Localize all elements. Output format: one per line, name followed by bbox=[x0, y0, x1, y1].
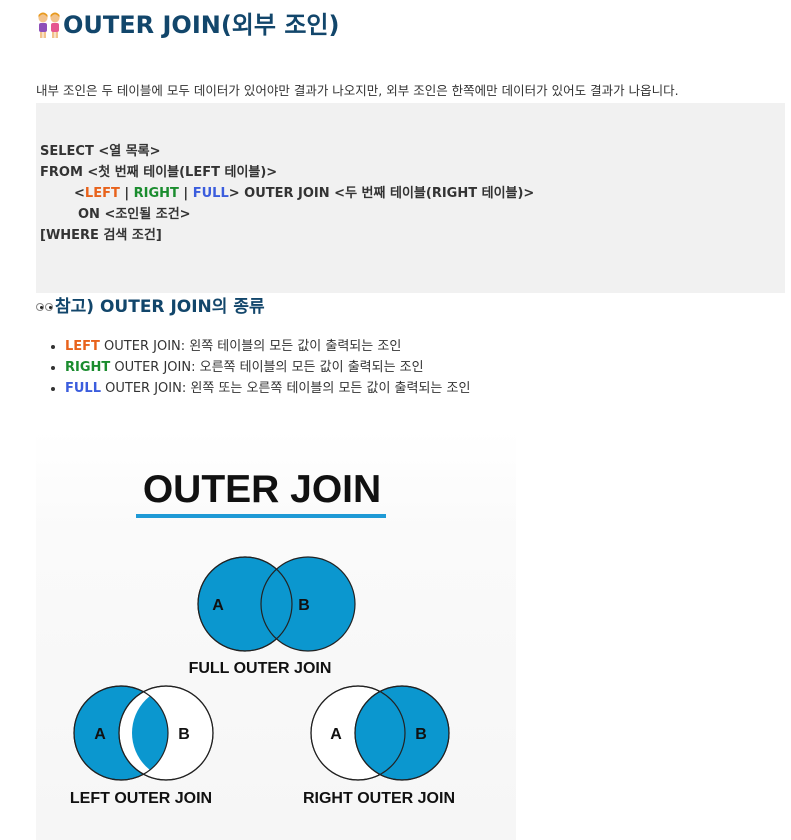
code-separator: | bbox=[119, 186, 134, 201]
venn-outline-a bbox=[73, 685, 169, 781]
venn-outline-b bbox=[354, 685, 450, 781]
venn-label-b: B bbox=[298, 597, 310, 614]
list-keyword-right: RIGHT bbox=[65, 360, 111, 375]
venn-diagram: OUTER JOIN A B FULL OUTER JOIN A B L bbox=[70, 468, 455, 807]
code-bracket-open: < bbox=[74, 186, 85, 201]
venn-label-a: A bbox=[212, 597, 224, 614]
eye-left bbox=[36, 303, 44, 311]
list-text: OUTER JOIN: 왼쪽 테이블의 모든 값이 출력되는 조인 bbox=[99, 339, 402, 354]
venn-outline-a bbox=[310, 685, 406, 781]
code-line-on: ON <조인될 조건> bbox=[78, 207, 191, 222]
figure-heading-underline bbox=[136, 514, 386, 518]
list-item-left: LEFT OUTER JOIN: 왼쪽 테이블의 모든 값이 출력되는 조인 bbox=[36, 336, 470, 357]
outer-join-venn-figure: OUTER JOIN A B FULL OUTER JOIN A B L bbox=[36, 430, 516, 840]
code-keyword-full: FULL bbox=[192, 186, 229, 201]
code-separator: | bbox=[178, 186, 193, 201]
eyes-emoji-icon bbox=[36, 303, 53, 311]
venn-label-b: B bbox=[415, 726, 427, 743]
two-people-emoji-icon bbox=[36, 11, 62, 39]
venn-outline-b bbox=[118, 685, 214, 781]
venn-label-a: A bbox=[94, 726, 106, 743]
venn-label-a: A bbox=[330, 726, 342, 743]
list-text: OUTER JOIN: 오른쪽 테이블의 모든 값이 출력되는 조인 bbox=[110, 360, 424, 375]
left-outer-caption: LEFT OUTER JOIN bbox=[70, 790, 212, 807]
code-join-rest: > OUTER JOIN <두 번째 테이블(RIGHT 테이블)> bbox=[228, 186, 535, 201]
section-heading-text: 참고) OUTER JOIN의 종류 bbox=[55, 297, 265, 317]
intro-paragraph: 내부 조인은 두 테이블에 모두 데이터가 있어야만 결과가 나오지만, 외부 … bbox=[36, 82, 679, 98]
section-heading: 참고) OUTER JOIN의 종류 bbox=[36, 295, 265, 319]
page-title: OUTER JOIN(외부 조인) bbox=[36, 10, 339, 40]
code-line-from: FROM <첫 번째 테이블(LEFT 테이블)> bbox=[40, 165, 278, 180]
venn-intersection bbox=[132, 686, 168, 780]
venn-left-outer: A B LEFT OUTER JOIN bbox=[70, 685, 214, 807]
code-line-select: SELECT <열 목록> bbox=[40, 144, 161, 159]
venn-circle-b bbox=[260, 556, 356, 652]
join-types-list: LEFT OUTER JOIN: 왼쪽 테이블의 모든 값이 출력되는 조인 R… bbox=[36, 336, 470, 399]
code-line-join: <LEFT | RIGHT | FULL> OUTER JOIN <두 번째 테… bbox=[74, 183, 534, 204]
venn-label-b: B bbox=[178, 726, 190, 743]
code-line-where: [WHERE 검색 조건] bbox=[40, 228, 162, 243]
list-keyword-full: FULL bbox=[65, 381, 102, 396]
list-text: OUTER JOIN: 왼쪽 또는 오른쪽 테이블의 모든 값이 출력되는 조인 bbox=[101, 381, 471, 396]
list-item-right: RIGHT OUTER JOIN: 오른쪽 테이블의 모든 값이 출력되는 조인 bbox=[36, 357, 470, 378]
code-keyword-left: LEFT bbox=[84, 186, 120, 201]
sql-syntax-block: SELECT <열 목록> FROM <첫 번째 테이블(LEFT 테이블)> … bbox=[36, 103, 785, 293]
page-title-text: OUTER JOIN(외부 조인) bbox=[63, 11, 340, 39]
right-outer-caption: RIGHT OUTER JOIN bbox=[303, 790, 455, 807]
list-item-full: FULL OUTER JOIN: 왼쪽 또는 오른쪽 테이블의 모든 값이 출력… bbox=[36, 378, 470, 399]
eye-right bbox=[45, 303, 53, 311]
venn-full-outer: A B FULL OUTER JOIN bbox=[189, 556, 356, 677]
figure-heading: OUTER JOIN bbox=[143, 468, 381, 511]
list-keyword-left: LEFT bbox=[65, 339, 100, 354]
venn-right-outer: A B RIGHT OUTER JOIN bbox=[303, 685, 455, 807]
full-outer-caption: FULL OUTER JOIN bbox=[189, 660, 332, 677]
venn-outline-a bbox=[197, 556, 293, 652]
code-keyword-right: RIGHT bbox=[133, 186, 179, 201]
